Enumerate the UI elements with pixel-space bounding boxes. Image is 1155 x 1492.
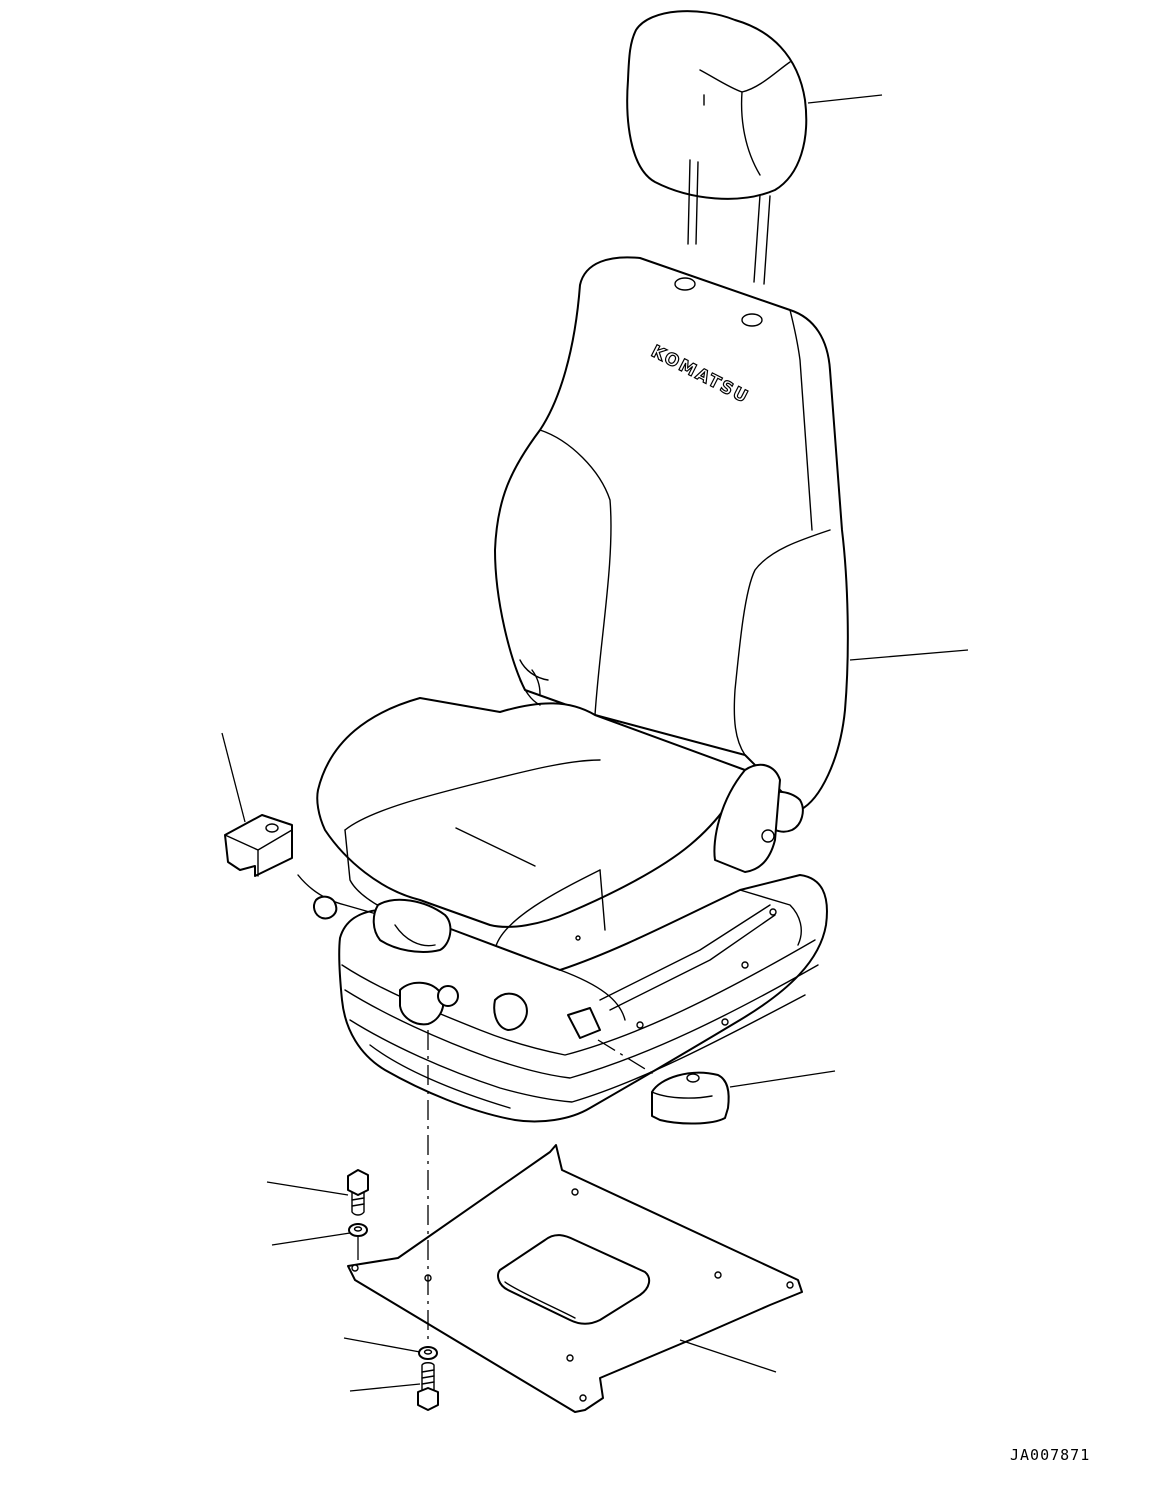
headrest[interactable] [626,10,808,285]
bracket-left[interactable] [224,814,293,877]
leader-bolt-lower [349,1383,421,1392]
drawing-id-label: JA007871 [1010,1446,1091,1464]
leader-mounting-plate [679,1339,777,1373]
bolt-lower[interactable] [417,1362,439,1411]
leader-washer-lower [343,1337,421,1353]
washer-lower[interactable] [418,1346,438,1360]
seat-controls[interactable] [297,669,804,1039]
leader-washer-upper [271,1232,351,1246]
washer-upper[interactable] [348,1223,368,1237]
leader-bracket-left [221,732,246,823]
bolt-upper[interactable] [347,1169,369,1216]
mounting-plate[interactable] [347,1144,803,1413]
leader-lines [221,94,969,1392]
suspension-base[interactable] [338,874,828,1123]
seat-backrest[interactable]: KOMATSU [494,256,849,811]
leader-seat-assembly [849,649,969,661]
alignment-lines [357,1030,656,1345]
leader-bracket-right [729,1070,836,1088]
leader-headrest [807,94,883,104]
bracket-right[interactable] [651,1071,730,1125]
leader-bolt-upper [266,1181,349,1196]
